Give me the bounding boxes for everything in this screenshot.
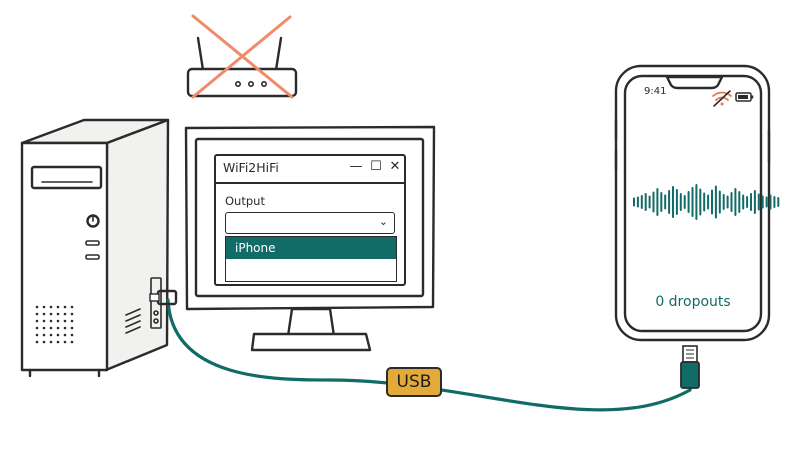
minimize-button[interactable]: — — [349, 159, 363, 174]
usb-cable — [149, 289, 692, 412]
dropouts-counter: 0 dropouts — [655, 294, 731, 310]
app-window: WiFi2HiFi — ☐ ✕ Output ⌄ iPhone — [214, 154, 406, 286]
output-dropdown[interactable]: ⌄ — [225, 212, 395, 234]
output-label: Output — [225, 194, 265, 208]
usb-label: USB — [386, 367, 442, 397]
audio-waveform-icon — [633, 184, 780, 220]
battery-icon — [735, 92, 754, 102]
lightning-plug — [680, 345, 700, 389]
tower-vent — [35, 305, 74, 344]
dropdown-options: iPhone — [225, 236, 397, 282]
chevron-down-icon: ⌄ — [378, 215, 388, 228]
maximize-button[interactable]: ☐ — [370, 159, 382, 174]
router-icon — [186, 36, 298, 98]
desktop-tower — [20, 118, 170, 378]
app-title: WiFi2HiFi — [223, 160, 279, 175]
status-time: 9:41 — [644, 86, 667, 97]
title-bar: WiFi2HiFi — ☐ ✕ — [216, 156, 404, 184]
wifi-off-icon — [712, 90, 732, 107]
cross-icon — [191, 14, 294, 99]
option-iphone[interactable]: iPhone — [226, 237, 396, 259]
close-button[interactable]: ✕ — [389, 159, 401, 174]
